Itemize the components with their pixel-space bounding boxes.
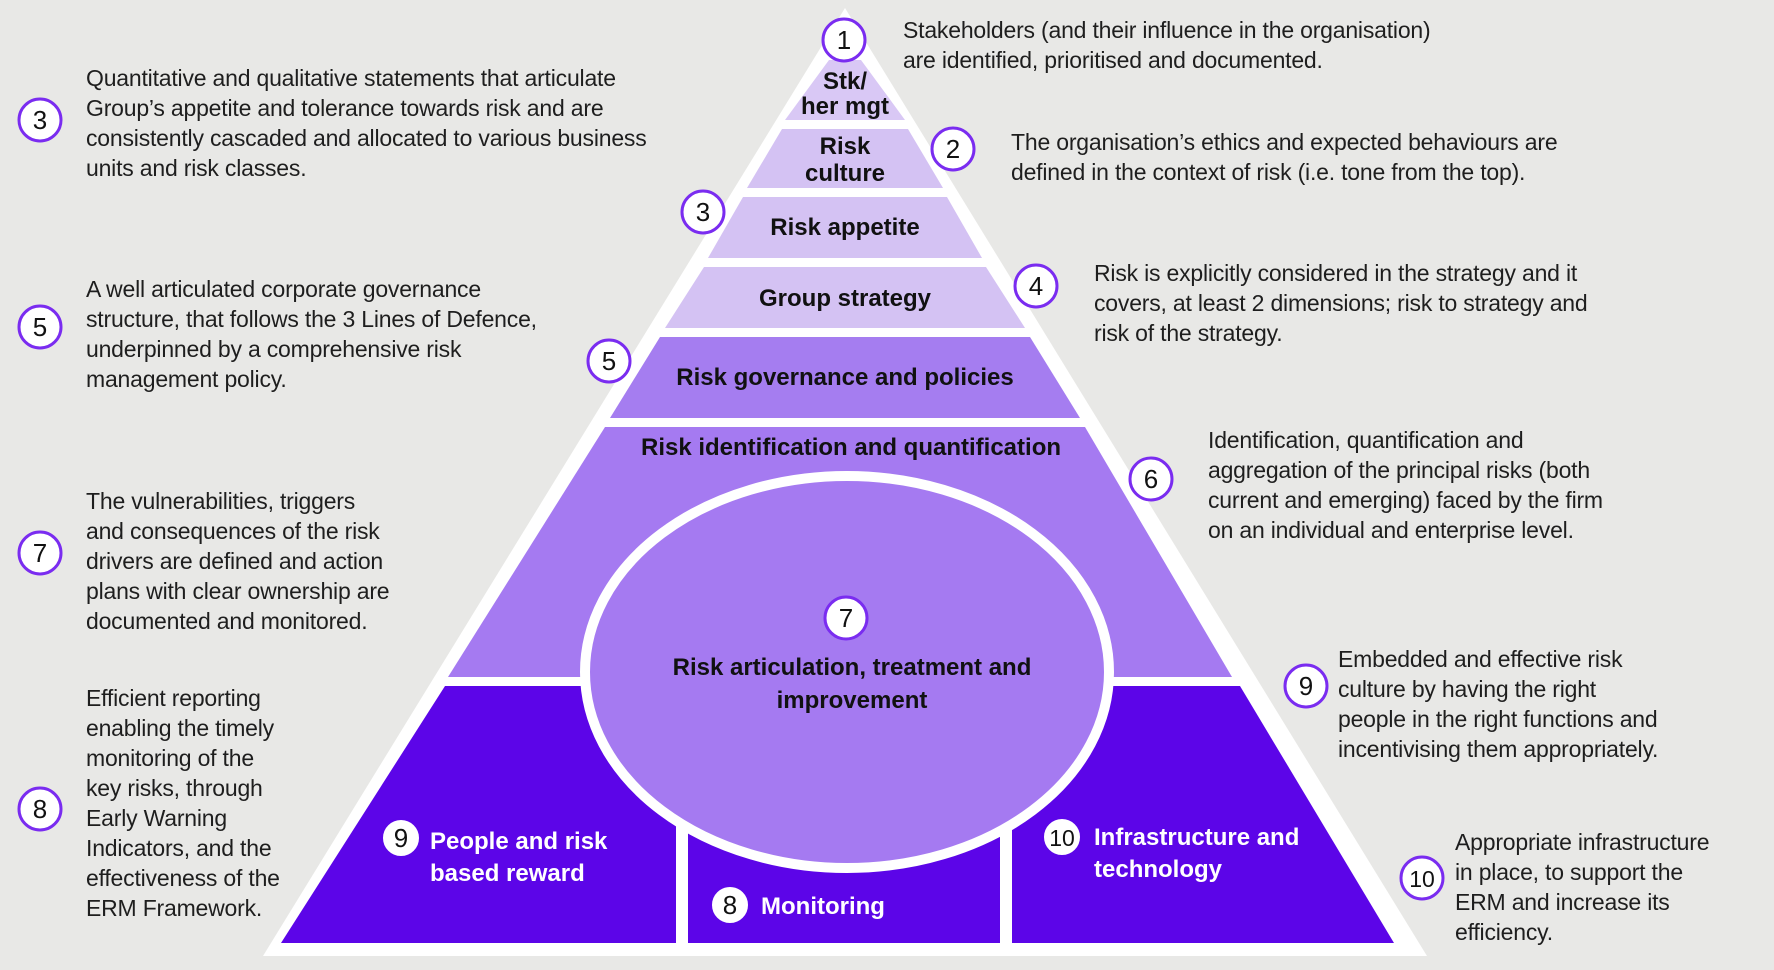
side-badge-7: 7 <box>17 530 63 576</box>
tier-appetite <box>708 197 982 258</box>
description-8: Efficient reporting enabling the timely … <box>86 685 280 921</box>
tier-strategy <box>665 267 1025 328</box>
infrastructure-label-line2: technology <box>1094 856 1223 883</box>
infrastructure-label-line1: Infrastructure and <box>1094 824 1299 851</box>
description-1: Stakeholders (and their influence in the… <box>903 17 1431 73</box>
badge-1: 1 <box>821 17 867 63</box>
side-badge-3: 3 <box>17 97 63 143</box>
svg-text:3: 3 <box>696 197 710 227</box>
monitoring-label: Monitoring <box>761 893 885 920</box>
badge-6: 6 <box>1128 456 1174 502</box>
tier-people <box>281 686 676 943</box>
people-label-line2: based reward <box>430 860 585 887</box>
identification-label: Risk identification and quantification <box>641 434 1061 461</box>
tier-governance <box>610 337 1080 418</box>
description-4: Risk is explicitly considered in the str… <box>1094 260 1588 346</box>
description-7: The vulnerabilities, triggers and conseq… <box>86 488 390 634</box>
svg-text:3: 3 <box>33 105 47 135</box>
side-badge-10: 10 <box>1399 855 1445 901</box>
side-badge-5: 5 <box>17 304 63 350</box>
svg-text:1: 1 <box>837 25 851 55</box>
description-10: Appropriate infrastructure in place, to … <box>1455 829 1710 945</box>
people-label-line1: People and risk <box>430 828 608 855</box>
articulation-ellipse <box>580 471 1114 873</box>
strategy-label: Group strategy <box>759 285 932 312</box>
stakeholder-label-line2: her mgt <box>801 93 889 120</box>
culture-label-line2: culture <box>805 160 885 187</box>
svg-text:9: 9 <box>394 823 408 853</box>
culture-label-line1: Risk <box>820 133 871 160</box>
side-badge-9: 9 <box>1283 663 1329 709</box>
tier-stakeholder <box>785 60 905 120</box>
svg-text:2: 2 <box>946 134 960 164</box>
badge-7-pyramid: 7 <box>823 595 869 641</box>
svg-text:8: 8 <box>33 794 47 824</box>
svg-text:7: 7 <box>839 603 853 633</box>
svg-text:10: 10 <box>1409 866 1435 892</box>
badge-2: 2 <box>930 126 976 172</box>
svg-text:10: 10 <box>1049 825 1075 851</box>
svg-text:5: 5 <box>602 346 616 376</box>
description-5: A well articulated corporate governance … <box>86 276 537 392</box>
svg-text:7: 7 <box>33 538 47 568</box>
articulation-label-line1: Risk articulation, treatment and <box>673 654 1032 681</box>
description-2: The organisation’s ethics and expected b… <box>1011 129 1558 185</box>
svg-text:6: 6 <box>1144 464 1158 494</box>
side-badge-8: 8 <box>17 786 63 832</box>
badge-8-pyramid: 8 <box>710 885 750 925</box>
svg-text:9: 9 <box>1299 671 1313 701</box>
badge-9-pyramid: 9 <box>381 818 421 858</box>
description-3: Quantitative and qualitative statements … <box>86 65 647 181</box>
governance-label: Risk governance and policies <box>676 364 1013 391</box>
svg-text:8: 8 <box>723 890 737 920</box>
badge-5-pyramid: 5 <box>586 338 632 384</box>
svg-text:5: 5 <box>33 312 47 342</box>
svg-text:4: 4 <box>1029 271 1043 301</box>
articulation-label-line2: improvement <box>777 687 928 714</box>
badge-4: 4 <box>1013 263 1059 309</box>
description-6: Identification, quantification and aggre… <box>1208 427 1603 543</box>
tier-infrastructure <box>1012 686 1394 943</box>
appetite-label: Risk appetite <box>770 214 919 241</box>
tier-culture <box>747 129 943 188</box>
badge-10-pyramid: 10 <box>1042 817 1082 857</box>
stakeholder-label-line1: Stk/ <box>823 68 867 95</box>
description-9: Embedded and effective risk culture by h… <box>1338 646 1659 762</box>
badge-3-pyramid: 3 <box>680 189 726 235</box>
